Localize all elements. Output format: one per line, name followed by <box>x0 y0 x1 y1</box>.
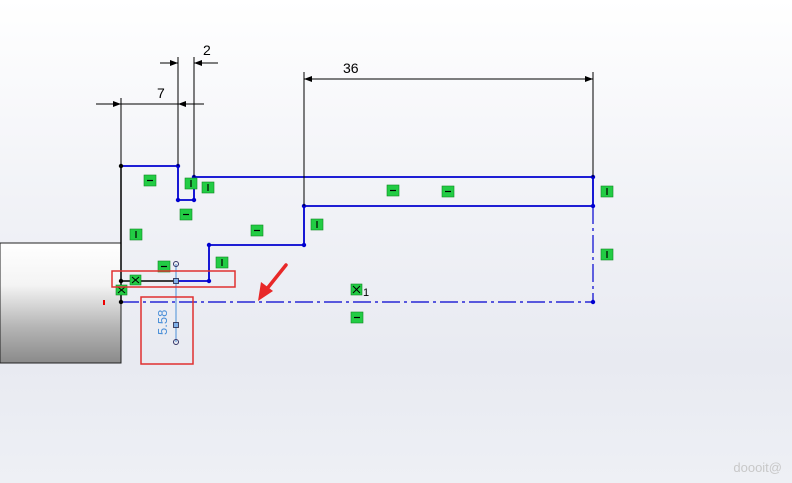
relation-badges[interactable]: 1 <box>115 174 614 324</box>
coincident-relation-icon[interactable] <box>129 274 142 286</box>
vertical-relation-icon[interactable] <box>215 256 229 269</box>
horizontal-relation-icon[interactable] <box>441 185 455 198</box>
vertical-relation-icon[interactable] <box>600 185 614 198</box>
horizontal-relation-icon[interactable] <box>250 224 264 237</box>
dimension-36-label[interactable]: 36 <box>343 60 359 76</box>
vertical-relation-icon[interactable] <box>129 228 143 241</box>
vertical-relation-icon[interactable] <box>184 177 198 190</box>
solid-body <box>0 242 122 364</box>
stepped-profile[interactable] <box>121 165 594 282</box>
horizontal-relation-icon[interactable] <box>350 311 364 324</box>
dimension-36[interactable]: 36 <box>303 60 594 206</box>
horizontal-relation-icon[interactable] <box>157 260 171 273</box>
red-arrow-icon <box>258 263 288 301</box>
coincident-relation-icon[interactable] <box>115 284 128 296</box>
vertical-relation-icon[interactable] <box>310 218 324 231</box>
defined-sketch-lines[interactable] <box>120 166 176 302</box>
horizontal-relation-icon[interactable] <box>386 184 400 197</box>
dimension-7-label[interactable]: 7 <box>157 85 165 101</box>
watermark-text: doooit@ <box>733 460 782 475</box>
horizontal-relation-icon[interactable] <box>143 174 157 187</box>
coincident-relation-icon[interactable] <box>350 283 363 296</box>
dimension-7[interactable]: 7 <box>96 85 204 166</box>
horizontal-relation-icon[interactable] <box>179 208 193 221</box>
highlight-box-line <box>111 270 236 288</box>
dimension-2-label[interactable]: 2 <box>203 42 211 58</box>
dimension-5-58-label[interactable]: 5.58 <box>155 310 170 335</box>
vertical-relation-icon[interactable] <box>600 248 614 261</box>
centerline[interactable] <box>121 206 594 303</box>
vertical-relation-icon[interactable] <box>201 181 215 194</box>
dimension-5-58-edit[interactable]: 5.58 <box>155 261 179 345</box>
relation-count-label: 1 <box>363 287 369 299</box>
dimension-2[interactable]: 2 <box>160 42 218 177</box>
highlight-box-dimension <box>140 296 194 365</box>
profile-lines[interactable] <box>121 165 594 282</box>
